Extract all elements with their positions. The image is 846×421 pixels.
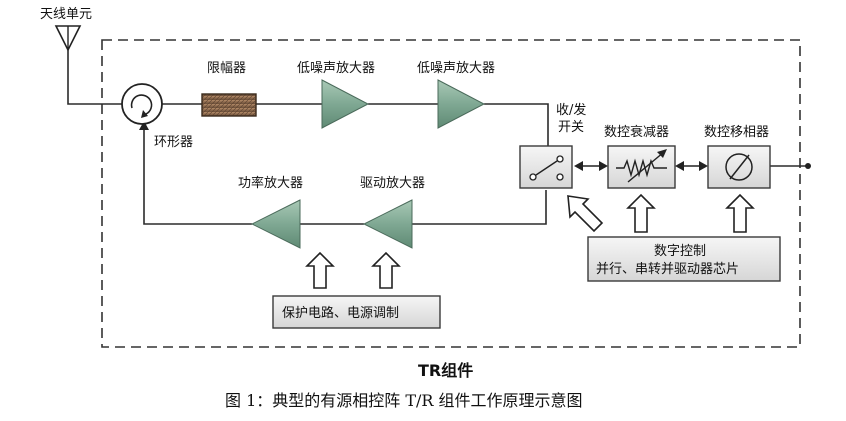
module-boundary [101, 39, 801, 348]
lna-1-amplifier [321, 79, 370, 129]
feedback-arrowhead [139, 121, 149, 130]
figure-caption: 图 1：典型的有源相控阵 T/R 组件工作原理示意图 [225, 391, 583, 410]
digital-control-line1: 数字控制 [654, 244, 706, 259]
bidirectional-arrow-2 [675, 161, 708, 171]
digital-attenuator-block [607, 145, 676, 189]
control-arrow-attenuator [626, 193, 656, 233]
driver-amplifier [362, 199, 413, 249]
antenna-icon [54, 25, 82, 52]
switch-label-line2: 开关 [558, 120, 584, 135]
digital-phase-shifter-block [707, 145, 771, 189]
signal-wires [67, 50, 808, 225]
digital-control-box [587, 236, 781, 282]
power-amplifier [250, 199, 301, 249]
switch-label-line1: 收/发 [556, 102, 586, 118]
control-arrow-switch [567, 195, 604, 233]
module-title: TR组件 [418, 361, 473, 380]
antenna-label: 天线单元 [40, 7, 92, 22]
protection-label: 保护电路、电源调制 [282, 305, 399, 321]
control-arrow-phase-shifter [725, 193, 755, 233]
control-arrow-power-amp [305, 251, 335, 289]
lna-1-label: 低噪声放大器 [297, 61, 375, 76]
tr-switch-block [519, 145, 573, 189]
circulator-label: 环形器 [154, 135, 193, 150]
limiter-label: 限幅器 [207, 61, 246, 76]
power-amp-label: 功率放大器 [238, 175, 303, 191]
control-arrow-driver-amp [371, 251, 401, 289]
bidirectional-arrow-1 [574, 161, 608, 171]
output-terminal [805, 163, 811, 169]
lna-2-amplifier [437, 79, 486, 129]
phase-shifter-label: 数控移相器 [704, 125, 769, 140]
digital-control-line2: 并行、串转并驱动器芯片 [596, 262, 739, 277]
limiter-block [201, 93, 257, 117]
driver-amp-label: 驱动放大器 [360, 176, 425, 191]
protection-box [272, 295, 441, 329]
circulator-icon [121, 83, 163, 125]
lna-2-label: 低噪声放大器 [417, 61, 495, 76]
attenuator-label: 数控衰减器 [604, 124, 669, 140]
